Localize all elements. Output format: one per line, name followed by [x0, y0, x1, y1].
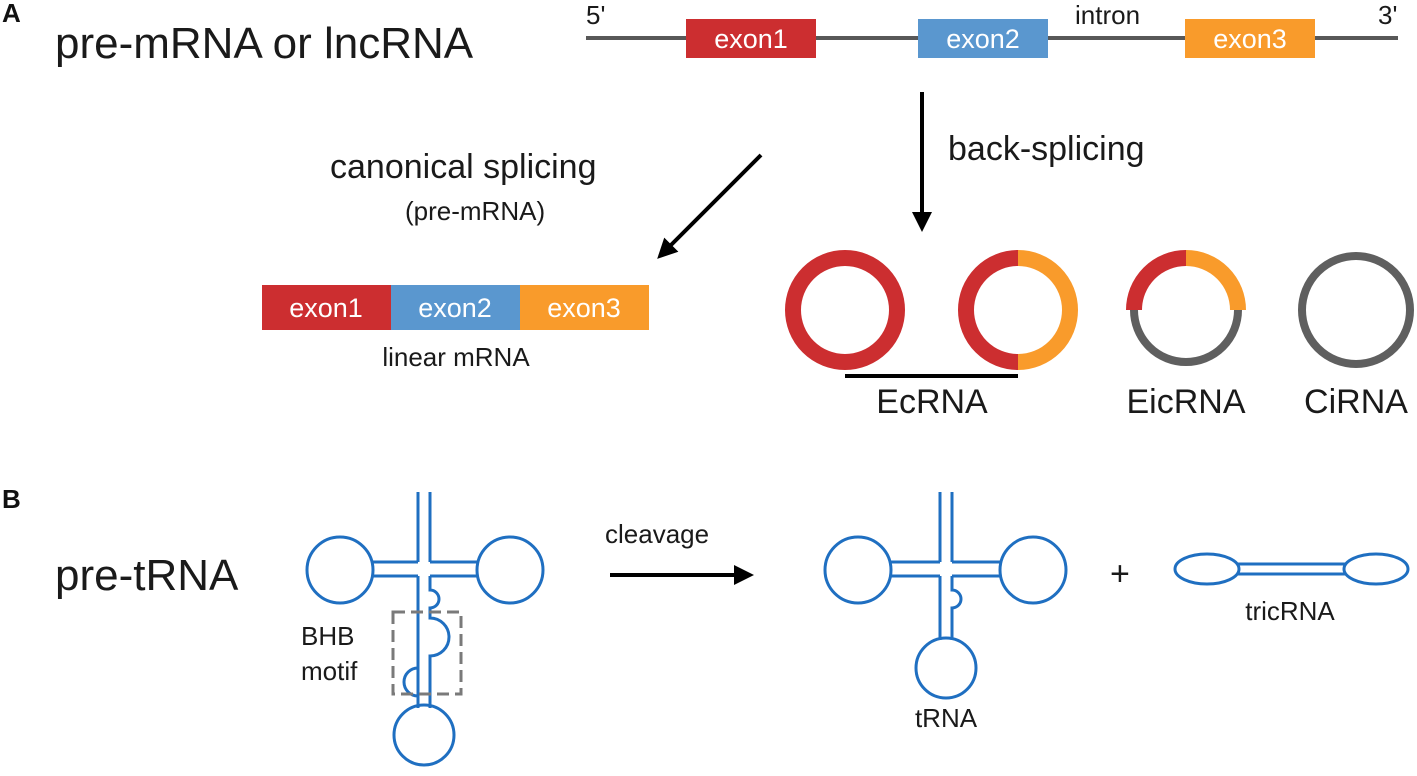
- trna-anticodon-loop: [914, 636, 978, 700]
- pre-trna-d-loop: [305, 535, 375, 605]
- tricrna-right-loop: [1342, 552, 1410, 586]
- ecrna-label: EcRNA: [876, 383, 988, 421]
- plus-sign: +: [1110, 555, 1130, 593]
- pre-trna-t-loop: [475, 535, 545, 605]
- ecrna-circle-2: [958, 250, 1078, 370]
- canonical-splicing-arrow: [657, 153, 763, 259]
- canonical-splicing-sublabel: (pre-mRNA): [405, 196, 545, 226]
- linear-mrna-label: linear mRNA: [382, 342, 530, 372]
- tricrna-label: tricRNA: [1245, 596, 1335, 626]
- precursor-exon2-box: [918, 19, 1048, 58]
- cirna-circle: [1298, 252, 1414, 368]
- ecrna-circle-2-exon1-arc: [958, 250, 1019, 370]
- tricrna-structure: [1173, 552, 1410, 586]
- panel-a-letter: A: [2, 0, 21, 28]
- back-splicing-label: back-splicing: [948, 130, 1145, 168]
- three-prime-label: 3': [1378, 0, 1397, 30]
- linear-exon3-box: [520, 285, 649, 330]
- ecrna-circle-1: [785, 250, 905, 370]
- panel-b-letter: B: [2, 484, 21, 514]
- bhb-label-line1: BHB: [301, 621, 354, 651]
- precursor-exon3: exon3: [1185, 19, 1315, 58]
- precursor-exon3-label: exon3: [1213, 24, 1287, 54]
- eicrna-intron-arc: [1130, 309, 1242, 366]
- bhb-motif-box: [391, 610, 463, 696]
- cirna-ring: [1298, 252, 1414, 368]
- pre-trna-anticodon-loop: [392, 703, 456, 767]
- trna-d-loop: [823, 535, 893, 605]
- trna-t-loop: [998, 535, 1068, 605]
- precursor-exon3-box: [1185, 19, 1315, 58]
- pre-trna-label: pre-tRNA: [55, 551, 239, 600]
- eicrna-exon1-arc: [1126, 250, 1187, 311]
- precursor-strand: 5' 3' intron exon1 exon2 exon3: [586, 0, 1398, 58]
- linear-exon3-label: exon3: [547, 293, 621, 323]
- linear-exon1-label: exon1: [289, 293, 363, 323]
- bhb-label-line2: motif: [301, 656, 358, 686]
- ecrna-circle-1-ring: [785, 250, 905, 370]
- precursor-exon1-box: [686, 19, 816, 58]
- ecrna-circle-2-exon3-arc: [1017, 250, 1078, 370]
- trna-stem-right: [950, 576, 963, 640]
- intron-label: intron: [1075, 0, 1140, 30]
- linear-exon1-box: [262, 285, 391, 330]
- trna-structure: [823, 492, 1068, 700]
- canonical-splicing-label: canonical splicing: [330, 148, 597, 186]
- linear-exon2-label: exon2: [418, 293, 492, 323]
- pre-trna-structure: [305, 492, 545, 767]
- tricrna-left-loop: [1173, 552, 1241, 586]
- precursor-exon1: exon1: [686, 19, 816, 58]
- eicrna-circle: [1126, 250, 1246, 366]
- cirna-label: CiRNA: [1304, 383, 1408, 421]
- linear-mrna: exon1 exon2 exon3 linear mRNA: [262, 285, 649, 372]
- five-prime-label: 5': [586, 0, 605, 30]
- cleavage-label: cleavage: [605, 519, 709, 549]
- precursor-label: pre-mRNA or lncRNA: [55, 19, 474, 68]
- pre-trna-bulge-left: [402, 666, 419, 698]
- precursor-exon2-label: exon2: [946, 24, 1020, 54]
- pre-trna-stem-right: [428, 576, 451, 708]
- precursor-exon2: exon2: [918, 19, 1048, 58]
- eicrna-exon3-arc: [1185, 250, 1246, 311]
- trna-label: tRNA: [915, 703, 978, 733]
- eicrna-label: EicRNA: [1126, 383, 1245, 421]
- precursor-exon1-label: exon1: [714, 24, 788, 54]
- linear-exon2-box: [391, 285, 520, 330]
